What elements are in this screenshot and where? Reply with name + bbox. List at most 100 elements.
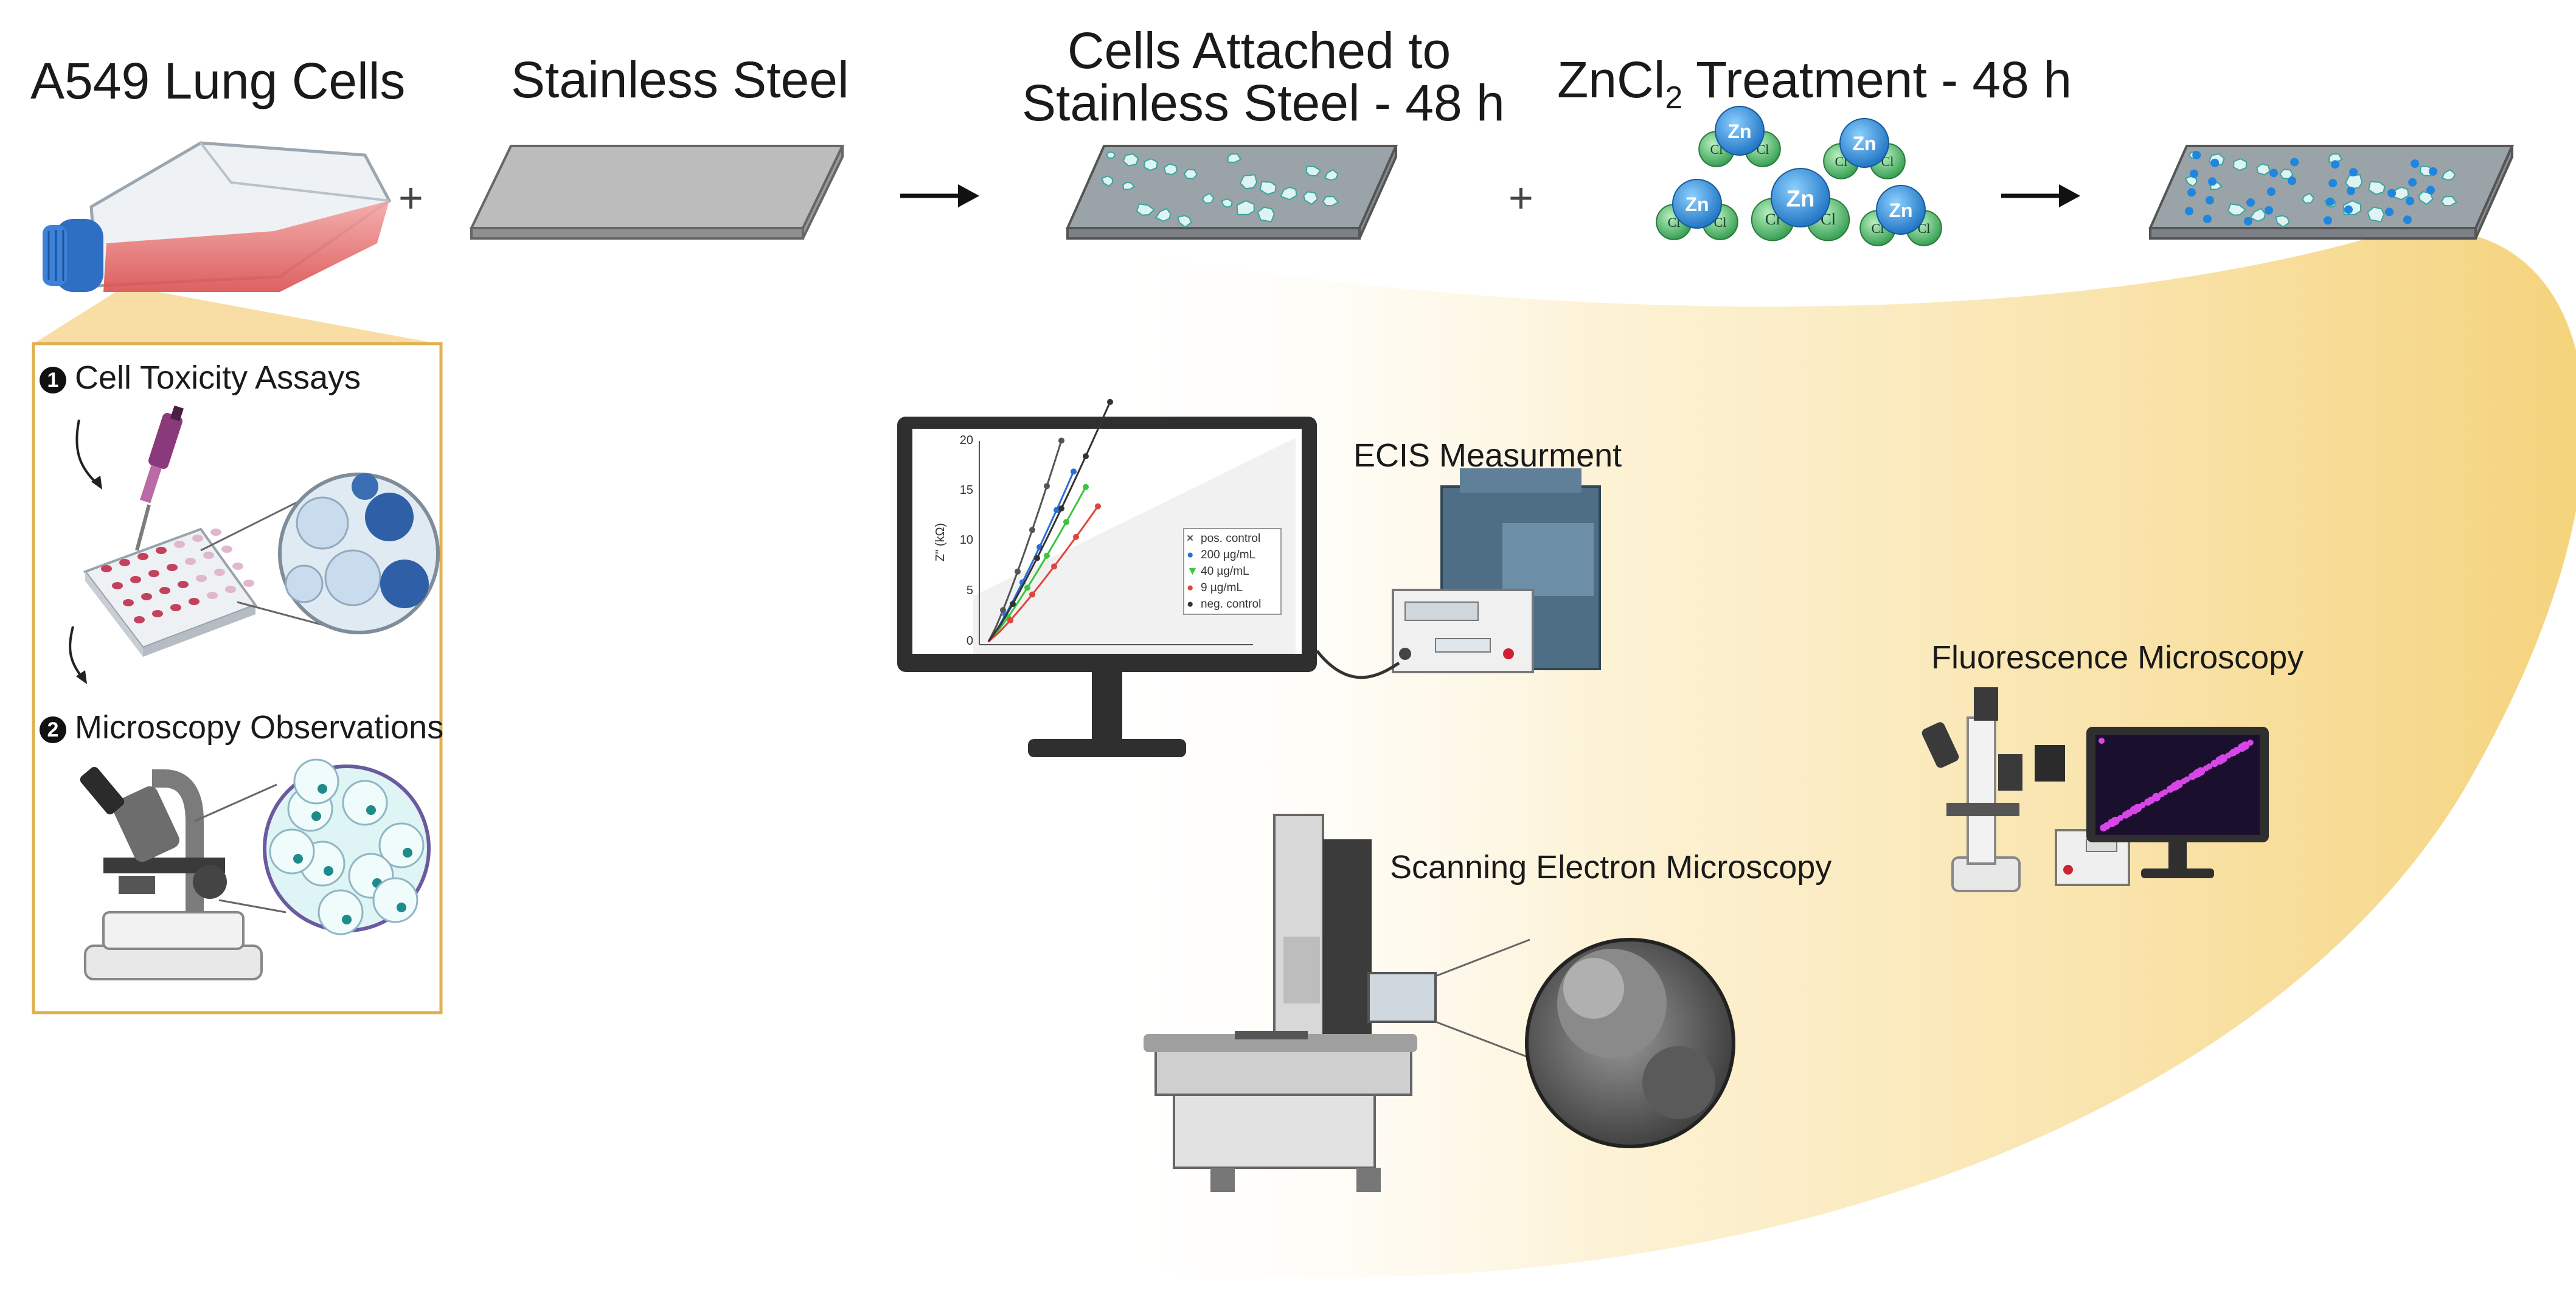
zn-dot	[2264, 206, 2273, 215]
well	[148, 570, 159, 577]
well	[123, 599, 134, 606]
cell-shape	[2440, 196, 2457, 207]
device-cable	[1316, 650, 1400, 679]
zn-dot	[2403, 215, 2412, 224]
cell-shape	[1239, 174, 1258, 190]
zn-dot	[2208, 177, 2217, 186]
cell-shape	[293, 758, 339, 805]
well-plate-icon	[83, 527, 258, 657]
fluorescent-cell	[2247, 740, 2254, 746]
flask-icon	[43, 141, 392, 292]
zn-dot	[2331, 160, 2340, 169]
cell-nucleus	[318, 784, 327, 794]
well	[174, 541, 185, 548]
plot-point	[1071, 468, 1077, 475]
ytick-5: 5	[966, 584, 973, 597]
plot-point	[1058, 437, 1064, 444]
well	[159, 587, 170, 594]
legend-marker: ●	[1187, 581, 1194, 594]
cell-zoom-circle-2	[263, 758, 431, 935]
number-2-badge: 2	[40, 716, 66, 743]
cell-nucleus	[366, 805, 376, 815]
cell-shape	[2441, 168, 2456, 181]
cell-shape	[342, 780, 388, 826]
cell-nucleus	[293, 854, 303, 864]
cell-nucleus	[403, 848, 412, 858]
well	[156, 547, 167, 554]
well	[167, 564, 178, 571]
cell-shape	[1122, 181, 1136, 190]
plot-point	[1029, 591, 1035, 598]
plot-point	[1058, 505, 1064, 511]
zn-dot	[2406, 196, 2415, 206]
zn-dot	[2323, 216, 2332, 225]
sem-instrument-icon	[1144, 814, 1437, 1192]
cell-shape	[2368, 181, 2386, 195]
cell-shape	[2275, 215, 2290, 228]
cell-shape	[1257, 206, 1275, 223]
zn-dot	[2190, 169, 2199, 178]
plus-sign-1: +	[398, 174, 423, 221]
zn-dot	[2387, 189, 2397, 198]
well	[221, 546, 232, 553]
plot-point	[1044, 483, 1050, 490]
plot-point	[1063, 519, 1069, 525]
title-stainless-steel: Stainless Steel	[511, 51, 849, 108]
zn-dot	[2288, 176, 2297, 185]
well	[112, 582, 123, 589]
zncl2-prefix: ZnCl	[1557, 51, 1665, 108]
zn-dot	[2429, 167, 2438, 176]
zn-label: Zn	[1889, 199, 1912, 221]
label-ecis: ECIS Measurment	[1353, 437, 1622, 474]
plot-point	[1010, 601, 1016, 608]
fluorescent-cell	[2122, 811, 2130, 819]
well	[225, 586, 236, 593]
fluorescent-cell	[2237, 743, 2246, 752]
fluorescent-cell	[2181, 778, 2187, 785]
fluorescent-cell	[2100, 824, 2108, 832]
cell-shape	[1155, 207, 1172, 222]
zn-dot	[2290, 158, 2299, 167]
fluorescent-cell	[2130, 805, 2139, 814]
cell-shape	[1236, 199, 1255, 215]
zn-dot	[2246, 198, 2255, 207]
cell-shape	[1144, 158, 1158, 172]
cell-shape	[1100, 175, 1114, 187]
fluorescent-cell	[2099, 738, 2105, 744]
fluorescence-monitor-icon	[2086, 727, 2269, 878]
plot-series-line	[987, 487, 1087, 642]
zncl2-subscript: 2	[1665, 80, 1683, 116]
sem-image-circle	[1525, 938, 1735, 1148]
legend-marker: ▼	[1187, 565, 1198, 578]
plot-point	[1000, 607, 1006, 614]
title-cells-attached-line1: Cells Attached to	[1067, 22, 1451, 79]
legend-entry: ▼40 µg/mL	[1187, 563, 1278, 580]
fluorescent-cell	[2144, 798, 2152, 806]
plot-point	[1054, 507, 1060, 513]
fluorescent-cell	[2171, 782, 2180, 791]
plate-with-cells-icon	[1065, 145, 1398, 240]
title-zncl2-treatment: ZnCl2 Treatment - 48 h	[1557, 54, 2072, 124]
zn-dot	[2203, 214, 2212, 223]
well	[214, 569, 225, 576]
zn-atom	[1715, 106, 1765, 156]
legend-label: pos. control	[1201, 532, 1261, 545]
zn-dot	[2187, 188, 2196, 197]
fluorescent-cell	[2215, 756, 2224, 765]
ytick-20: 20	[959, 434, 973, 447]
cell-shape	[1221, 198, 1233, 208]
fluorescent-cell	[2152, 792, 2161, 802]
plot-point	[1015, 568, 1021, 575]
fluorescent-cell	[2108, 819, 2117, 828]
zncl2-suffix: Treatment - 48 h	[1682, 51, 2072, 108]
zn-label: Zn	[1685, 193, 1709, 215]
microscopy-observations-label: Microscopy Observations	[75, 709, 444, 746]
cell-toxicity-label: Cell Toxicity Assays	[75, 359, 361, 396]
cell-shape	[2392, 186, 2409, 201]
zn-atom	[1771, 168, 1830, 227]
zn-dot	[2385, 207, 2394, 217]
fluorescent-cell	[2114, 817, 2120, 823]
cell-nucleus	[311, 811, 321, 821]
legend-label: neg. control	[1201, 598, 1262, 611]
zn-atom	[1672, 179, 1722, 229]
